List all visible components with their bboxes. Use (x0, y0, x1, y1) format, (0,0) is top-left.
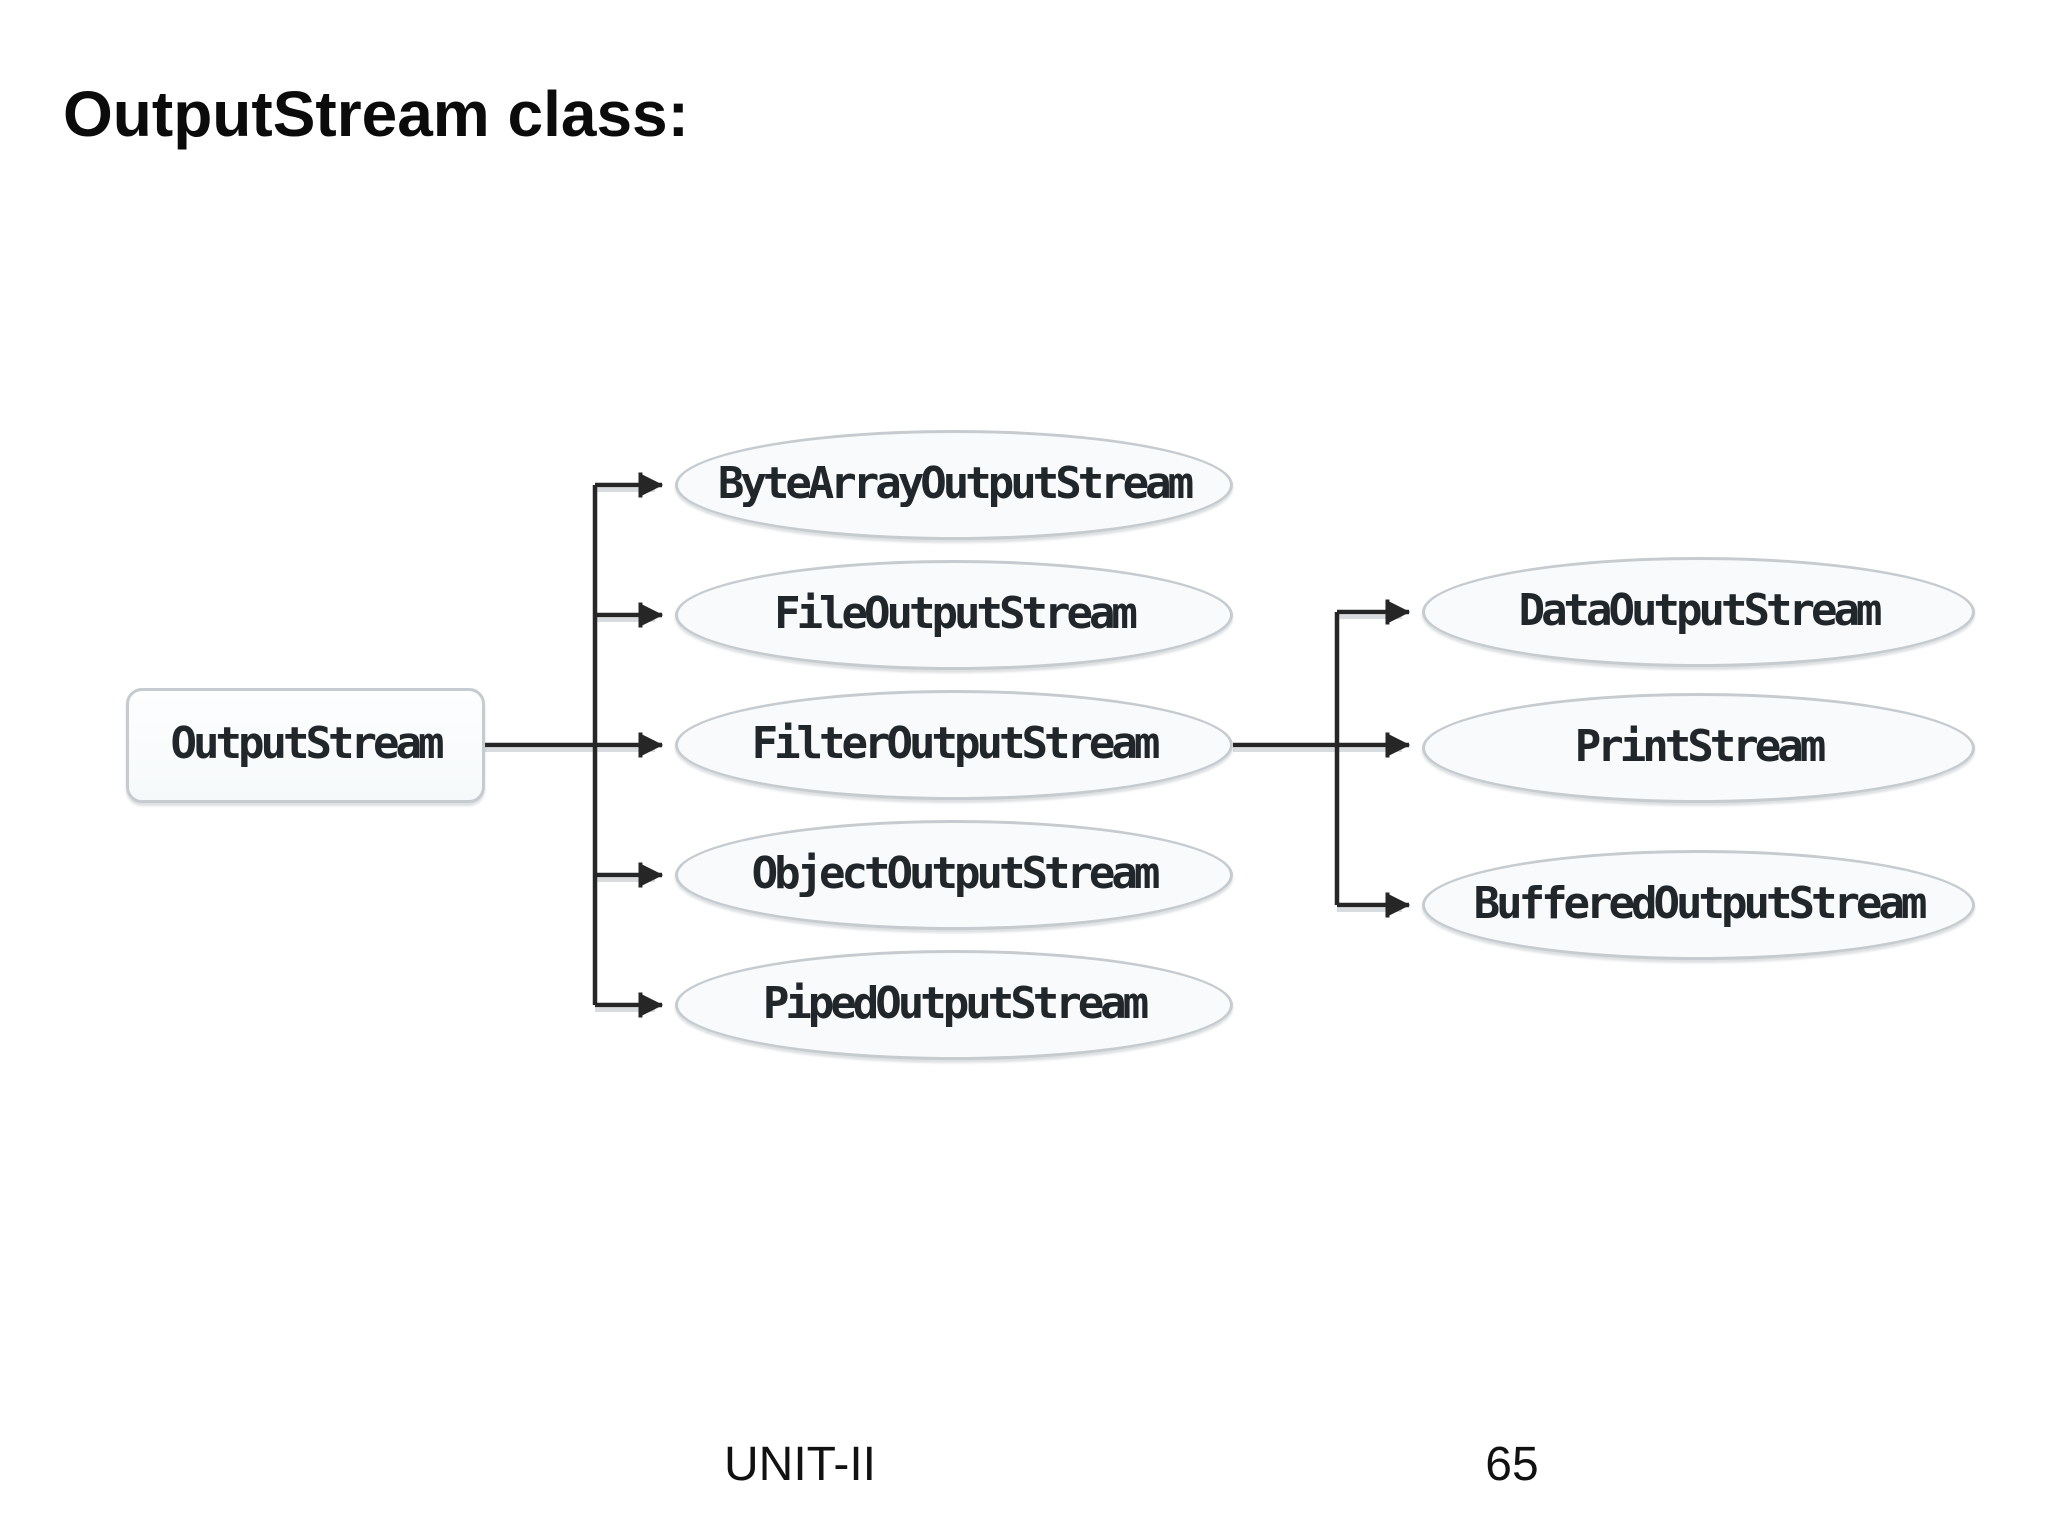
node-printstream: PrintStream (1422, 693, 1975, 803)
footer-unit-label: UNIT-II (724, 1438, 876, 1491)
footer-page-number: 65 (1485, 1438, 1539, 1491)
node-bytearrayoutputstream-label: ByteArrayOutputStream (717, 457, 1194, 509)
node-outputstream: OutputStream (126, 688, 485, 803)
page-title: OutputStream class: (63, 78, 689, 150)
node-bufferedoutputstream: BufferedOutputStream (1422, 850, 1975, 960)
connector-lines (485, 485, 1409, 1005)
node-dataoutputstream: DataOutputStream (1422, 557, 1975, 667)
node-dataoutputstream-label: DataOutputStream (1518, 584, 1883, 636)
node-pipedoutputstream: PipedOutputStream (675, 950, 1233, 1060)
node-pipedoutputstream-label: PipedOutputStream (762, 977, 1149, 1029)
node-bufferedoutputstream-label: BufferedOutputStream (1473, 877, 1928, 929)
node-objectoutputstream-label: ObjectOutputStream (751, 847, 1161, 899)
node-fileoutputstream: FileOutputStream (675, 560, 1233, 670)
node-objectoutputstream: ObjectOutputStream (675, 820, 1233, 930)
node-filteroutputstream-label: FilterOutputStream (751, 717, 1161, 769)
node-bytearrayoutputstream: ByteArrayOutputStream (675, 430, 1233, 540)
node-printstream-label: PrintStream (1574, 720, 1826, 772)
node-outputstream-label: OutputStream (170, 718, 445, 769)
node-filteroutputstream: FilterOutputStream (675, 690, 1233, 800)
node-fileoutputstream-label: FileOutputStream (774, 587, 1138, 639)
